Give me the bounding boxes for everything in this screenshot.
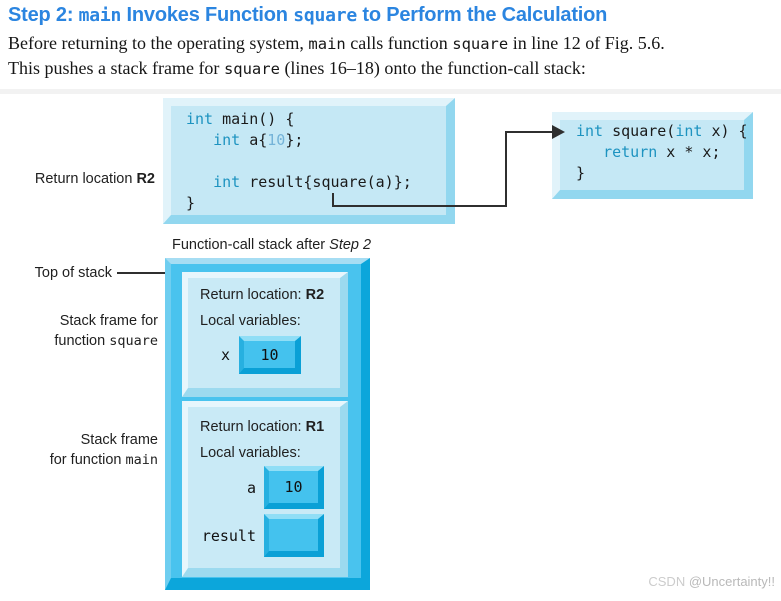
page-title: Step 2: main Invokes Function square to … <box>8 4 608 26</box>
call-arrow-segment <box>507 131 553 133</box>
label-line: Stack frame <box>80 432 158 448</box>
top-of-stack-label: Top of stack <box>34 265 112 281</box>
stack-frame-main-label: Stack frame for function main <box>0 430 158 470</box>
label-line: function square <box>54 333 158 349</box>
variable-row: result <box>200 514 340 557</box>
variable-name: x <box>220 346 230 364</box>
frame-return-location: Return location: R1 <box>200 419 325 435</box>
code-line: int square(int x) { <box>576 122 748 140</box>
return-location-label: Return location R2 <box>34 171 155 187</box>
function-call-stack: Return location: R2 Local variables: x 1… <box>165 258 370 590</box>
figure-divider-rule <box>0 89 781 94</box>
call-arrow-segment <box>332 193 334 207</box>
stack-frame-main: Return location: R1 Local variables: a 1… <box>182 401 348 577</box>
top-of-stack-arrow-segment <box>117 272 170 274</box>
label-line: Stack frame for <box>59 313 158 329</box>
stack-frame-square: Return location: R2 Local variables: x 1… <box>182 272 348 397</box>
variable-name: result <box>201 526 256 545</box>
variable-value-box: 10 <box>264 466 324 509</box>
variable-row: a 10 <box>200 466 340 509</box>
code-line: int main() { <box>186 110 295 128</box>
code-box-main: int main() { int a{10}; int result{squar… <box>163 98 455 224</box>
code-line: int result{square(a)}; <box>213 173 412 191</box>
call-arrow-segment <box>505 131 507 207</box>
frame-locals-label: Local variables: <box>200 313 301 329</box>
code-box-square: int square(int x) { return x * x; } <box>552 112 753 199</box>
variable-value-box <box>264 514 324 557</box>
stack-caption: Function-call stack after Step 2 <box>172 237 372 253</box>
stack-frame-square-label: Stack frame for function square <box>0 311 158 351</box>
variable-name: a <box>246 478 256 497</box>
code-line: int a{10}; <box>213 131 304 149</box>
code-line: } <box>186 194 196 212</box>
watermark: CSDN @Uncertainty!! <box>648 574 775 589</box>
code-line <box>186 151 446 172</box>
code-line: } <box>576 164 586 182</box>
intro-text-line-2: This pushes a stack frame for square (li… <box>8 58 586 78</box>
frame-return-location: Return location: R2 <box>200 287 325 303</box>
call-arrow-segment <box>332 205 507 207</box>
variable-value-box: 10 <box>239 336 301 374</box>
variable-row: x 10 <box>200 336 340 374</box>
call-arrow-head-icon <box>552 125 565 139</box>
frame-locals-label: Local variables: <box>200 445 301 461</box>
label-line: for function main <box>49 452 158 468</box>
intro-text-line-1: Before returning to the operating system… <box>8 33 665 53</box>
code-line: return x * x; <box>603 143 721 161</box>
